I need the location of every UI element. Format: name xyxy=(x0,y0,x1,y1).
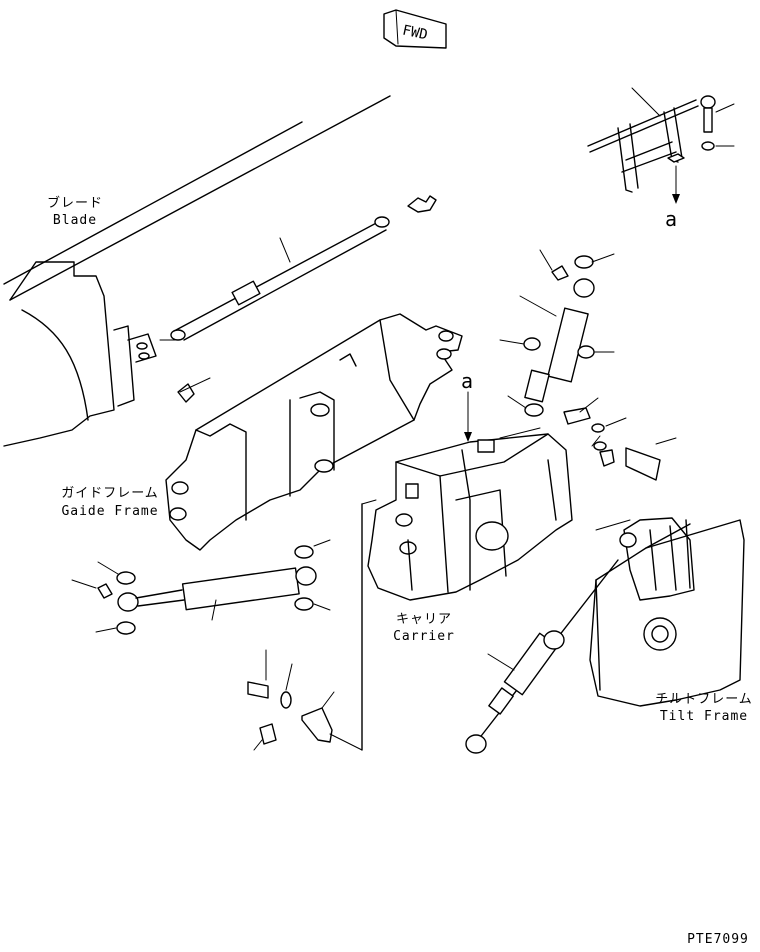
guide-cylinder-drawing xyxy=(71,339,363,751)
ref-letter-a-top: a xyxy=(665,207,679,231)
bracket-drawing xyxy=(587,87,735,204)
tilt-frame-label-jp: チルトフレーム xyxy=(655,692,753,707)
carrier-label-jp: キャリア xyxy=(395,612,452,627)
guide-frame-label-en: Gaide Frame xyxy=(61,504,159,519)
blade-label-jp: ブレード xyxy=(46,196,103,211)
fwd-text: FWD xyxy=(401,23,429,44)
blade-drawing xyxy=(3,95,391,447)
blade-cylinder-drawing xyxy=(170,195,437,403)
carrier-drawing xyxy=(361,391,573,751)
guide-frame-drawing xyxy=(165,313,463,551)
drawing-id: PTE7099 xyxy=(687,932,749,947)
tilt-frame-label-en: Tilt Frame xyxy=(659,709,749,724)
tilt-cylinder-upper-drawing xyxy=(499,249,677,481)
guide-frame-label-jp: ガイドフレーム xyxy=(61,486,159,501)
tilt-cylinder-lower-drawing xyxy=(465,559,619,754)
ref-letter-a-carrier: a xyxy=(461,369,475,393)
tilt-frame-drawing xyxy=(589,517,745,707)
carrier-label-en: Carrier xyxy=(393,629,455,644)
fwd-arrow-icon: FWD xyxy=(383,9,447,49)
blade-label-en: Blade xyxy=(52,213,98,228)
